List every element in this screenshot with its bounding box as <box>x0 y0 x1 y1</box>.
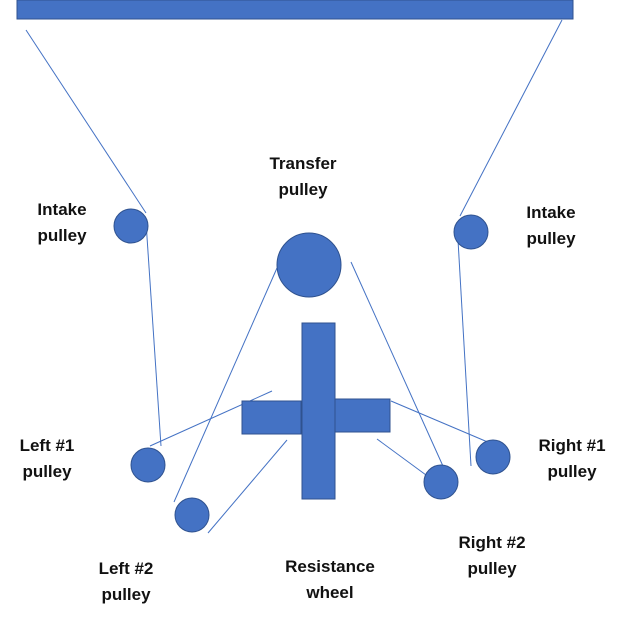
label-intake-pulley-right: Intake pulley <box>526 203 576 248</box>
label-left1-pulley: Left #1 pulley <box>19 436 75 481</box>
line-topbar-to-intake-right <box>459 19 563 217</box>
right1-pulley <box>475 439 511 475</box>
intake-pulley-right <box>453 214 489 250</box>
line-topbar-to-intake-left <box>25 29 147 214</box>
left1-pulley <box>130 447 166 483</box>
label-resistance-wheel: Resistance wheel <box>285 557 375 602</box>
label-left2-pulley: Left #2 pulley <box>98 559 154 604</box>
resistance-wheel-left-arm <box>241 400 302 435</box>
resistance-wheel-vertical-bar <box>301 322 336 500</box>
right2-pulley <box>423 464 459 500</box>
left2-pulley <box>174 497 210 533</box>
line-intake-right-to-right1 <box>457 239 472 467</box>
line-transfer-to-left2 <box>173 267 278 503</box>
line-intake-left-to-left1 <box>145 221 162 447</box>
label-right1-pulley: Right #1 pulley <box>538 436 606 481</box>
label-intake-pulley-left: Intake pulley <box>37 200 87 245</box>
transfer-pulley <box>276 232 342 298</box>
intake-pulley-left <box>113 208 149 244</box>
top-bar <box>16 0 574 20</box>
resistance-wheel <box>241 322 391 500</box>
label-right2-pulley: Right #2 pulley <box>458 533 526 578</box>
line-left2-to-wheel <box>207 439 288 534</box>
label-transfer-pulley: Transfer pulley <box>269 154 337 199</box>
line-right1-to-wheel <box>390 400 491 444</box>
line-right2-to-wheel <box>376 438 427 476</box>
line-transfer-to-right2 <box>350 261 448 476</box>
resistance-wheel-right-arm <box>330 398 391 433</box>
